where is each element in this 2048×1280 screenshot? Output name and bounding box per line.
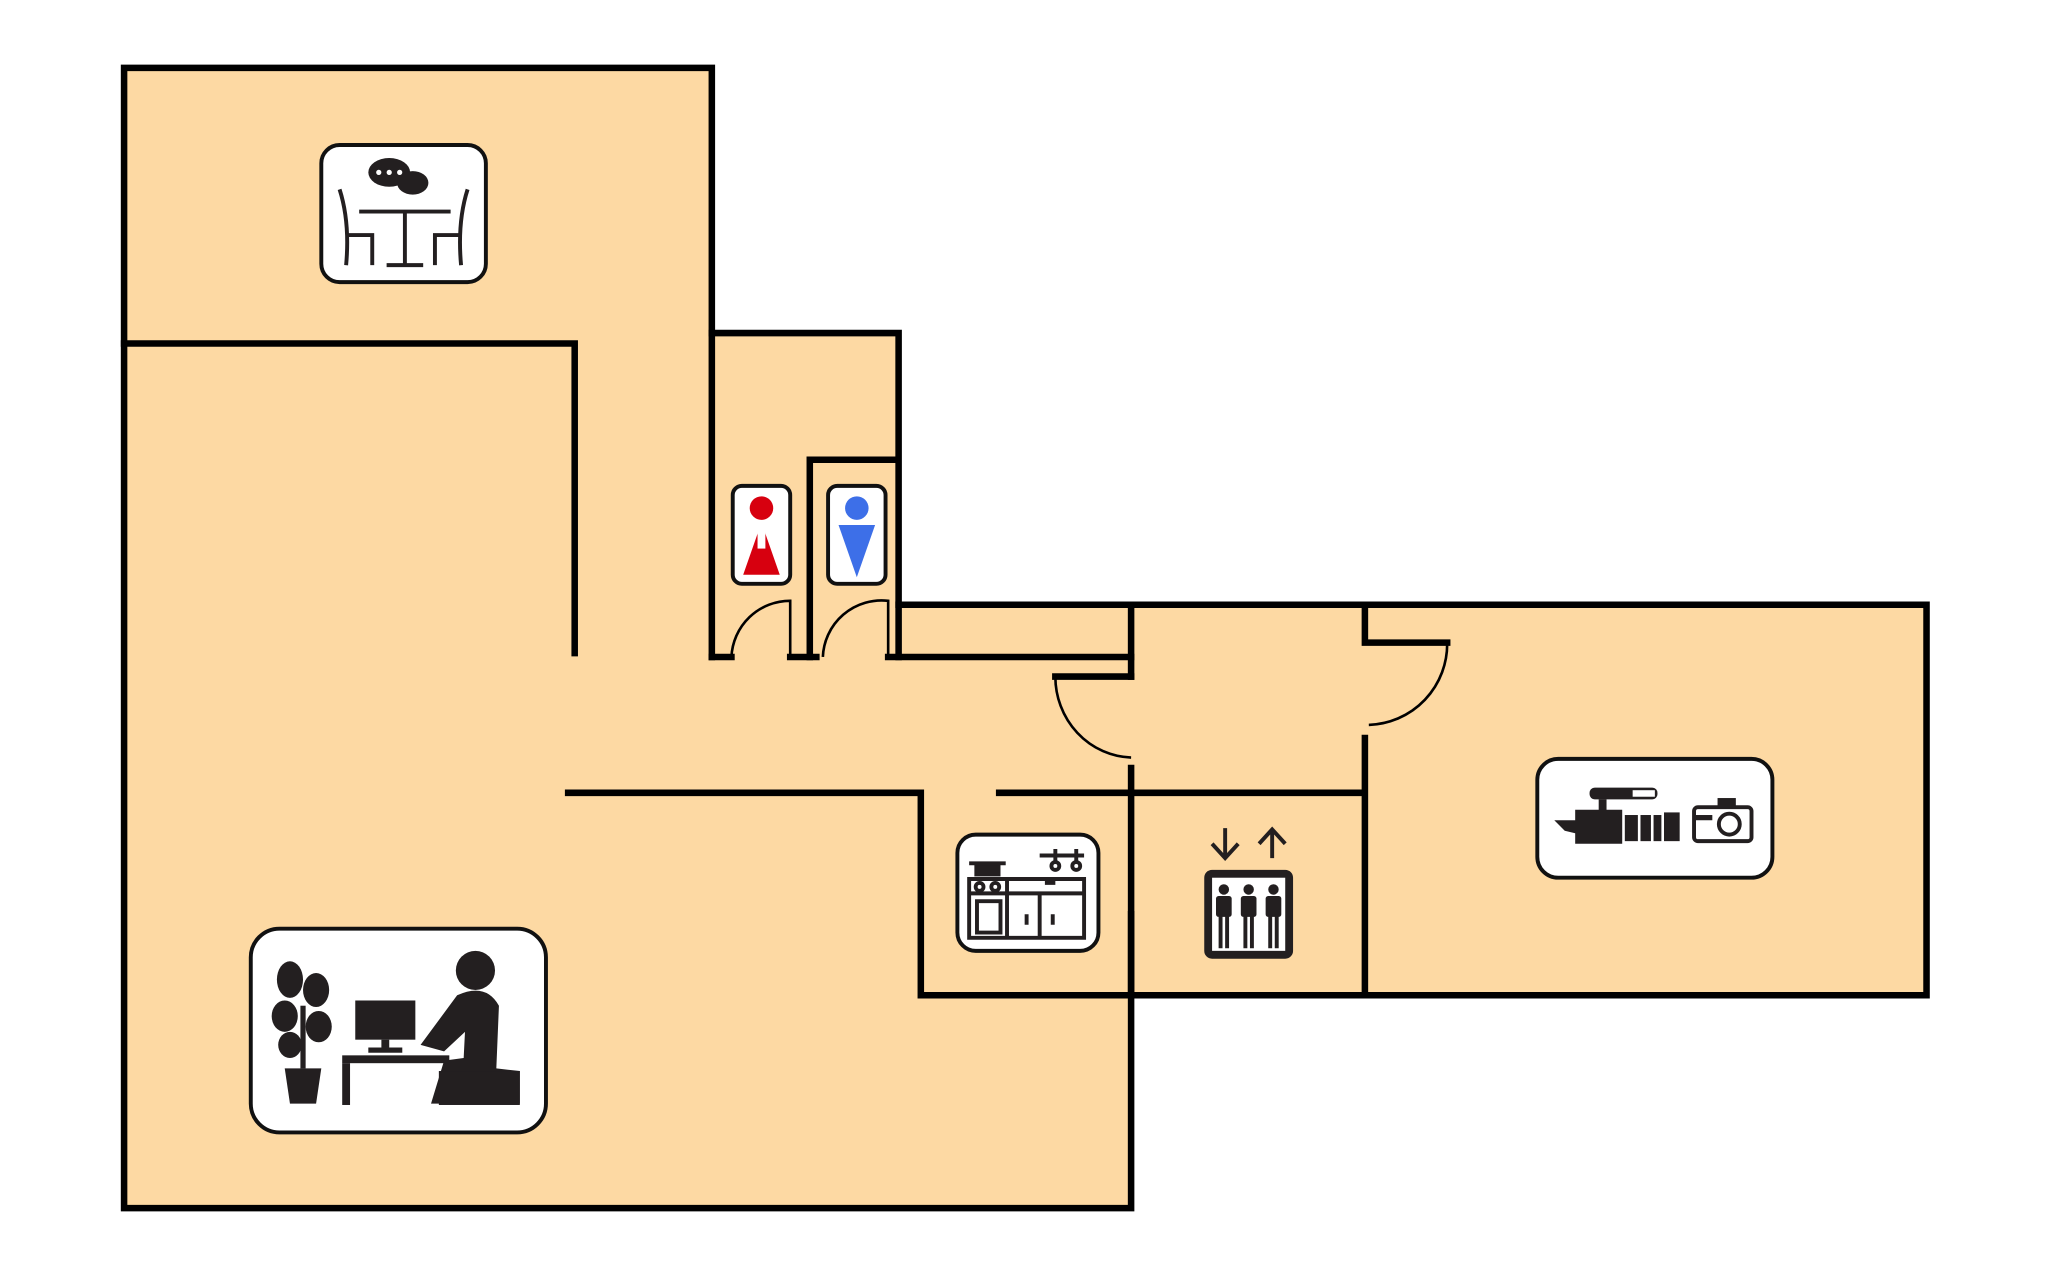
doors bbox=[730, 599, 1449, 759]
door-arc bbox=[730, 599, 792, 658]
video-camera-photo-icon bbox=[1535, 756, 1775, 880]
male-restroom-icon bbox=[826, 483, 888, 586]
female-restroom-icon bbox=[730, 483, 793, 586]
office-desk-computer-icon bbox=[248, 926, 548, 1135]
door-arc bbox=[1054, 676, 1132, 759]
door-arc bbox=[1368, 642, 1449, 727]
door-arc bbox=[821, 599, 890, 658]
elevator-icon bbox=[1204, 826, 1294, 959]
walls bbox=[120, 64, 1930, 1212]
meeting-table-chat-icon bbox=[319, 143, 488, 285]
kitchen-icon bbox=[955, 832, 1101, 953]
